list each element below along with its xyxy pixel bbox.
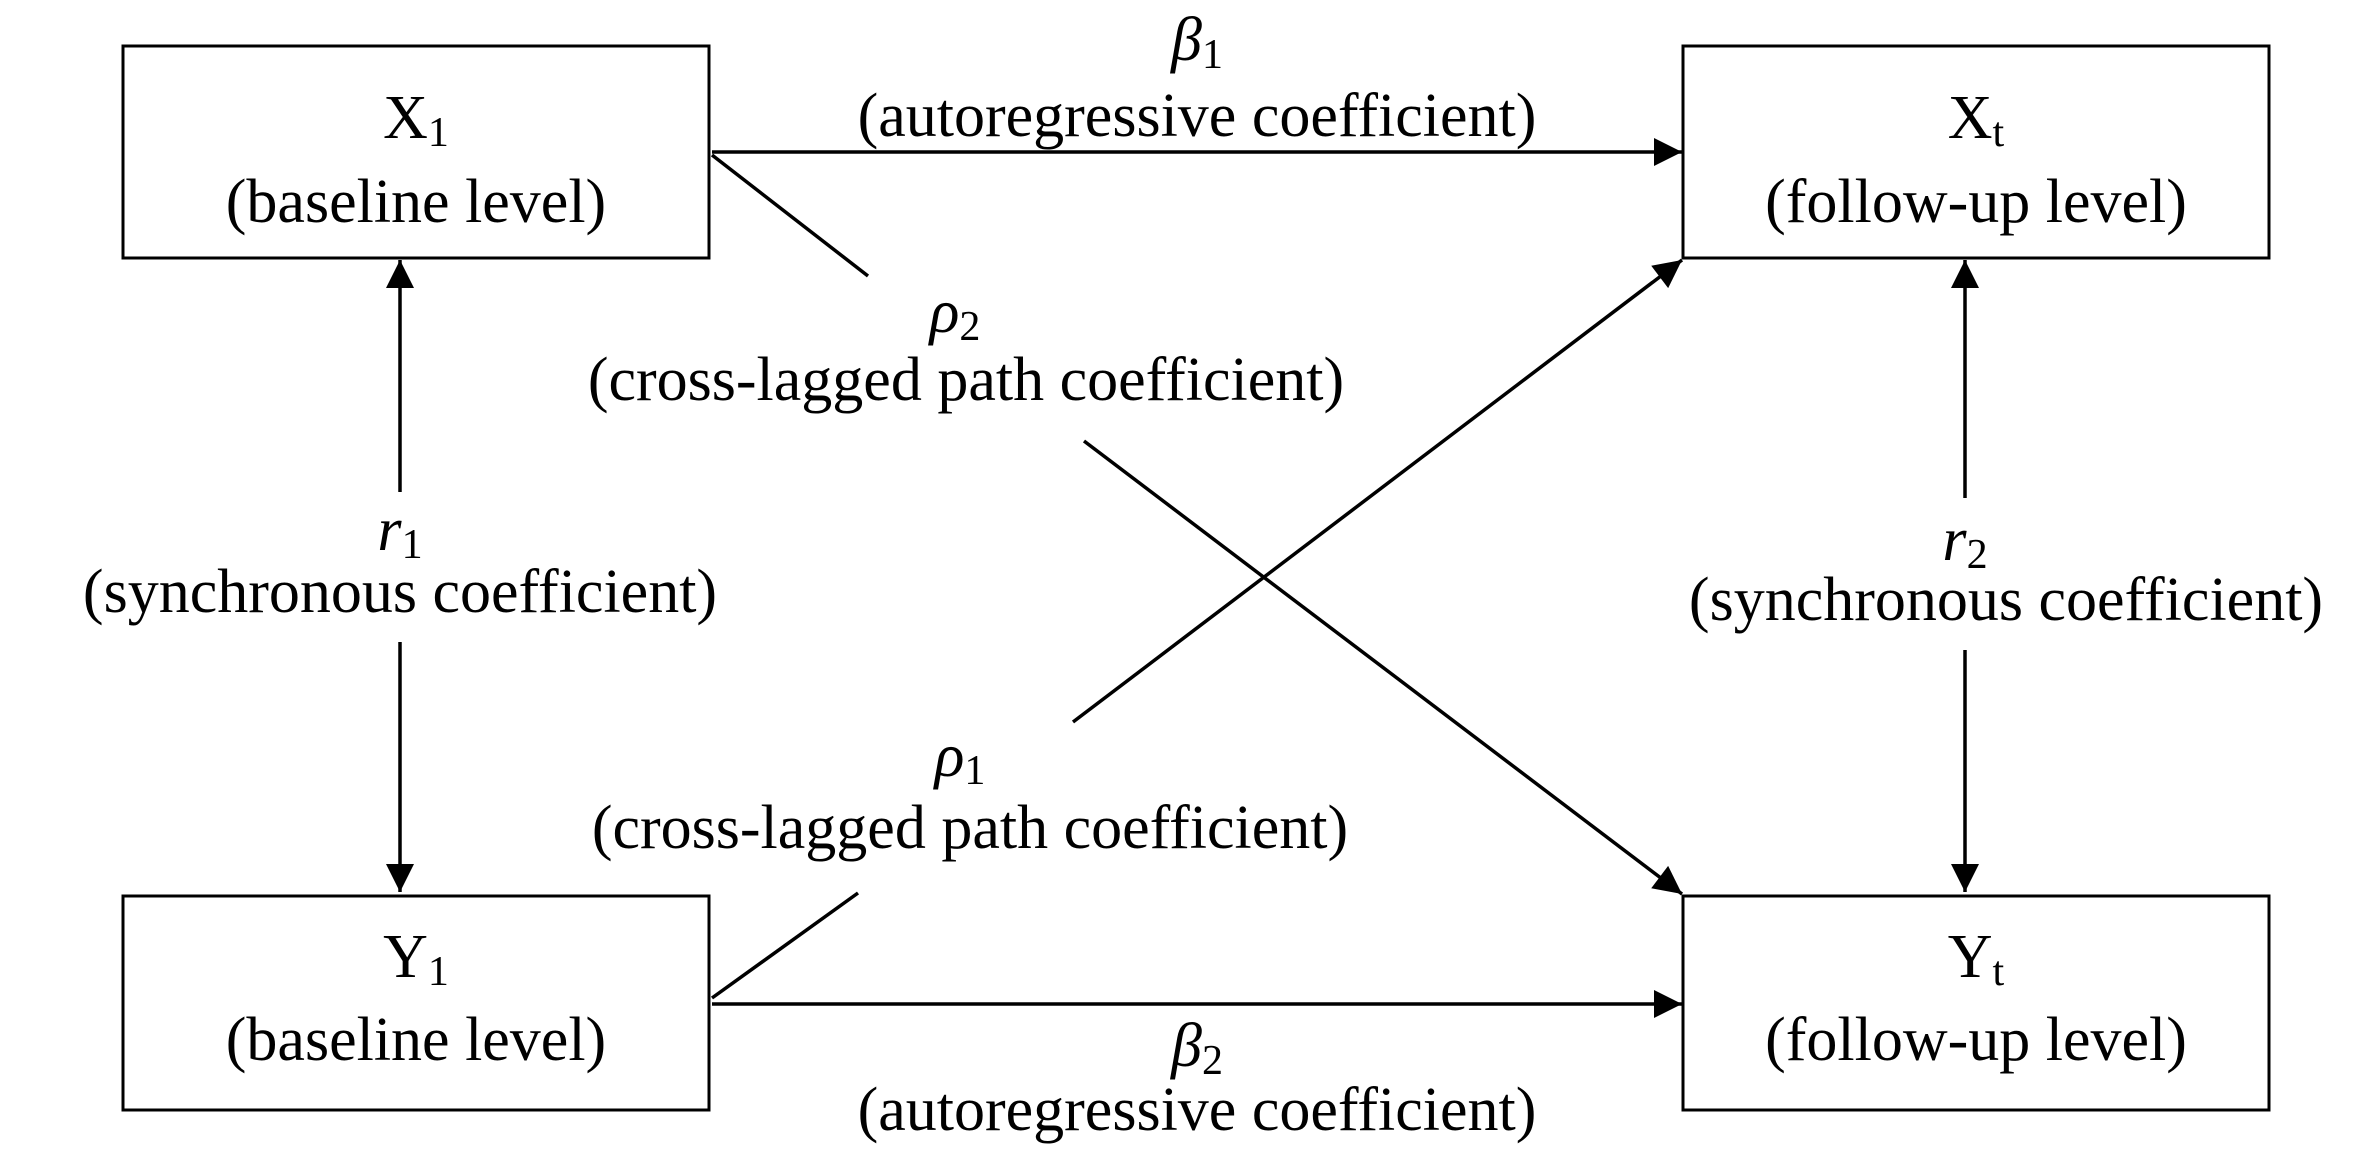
label-beta1: β1 (autoregressive coefficient) xyxy=(858,6,1537,150)
label-r1-symbol: r1 xyxy=(377,496,422,568)
node-yt-desc: (follow-up level) xyxy=(1765,1006,2187,1074)
node-xt-desc: (follow-up level) xyxy=(1765,168,2187,236)
label-r1-desc: (synchronous coefficient) xyxy=(83,558,717,626)
edge-rho1-segment-start xyxy=(710,891,860,1000)
label-rho2-symbol: ρ2 xyxy=(928,278,981,350)
node-xt-title: Xt xyxy=(1948,84,2005,156)
label-beta2-symbol: β2 xyxy=(1170,1012,1223,1084)
label-beta1-desc: (autoregressive coefficient) xyxy=(858,82,1537,150)
label-r2: r2 (synchronous coefficient) xyxy=(1689,506,2323,634)
label-beta2-desc: (autoregressive coefficient) xyxy=(858,1076,1537,1144)
label-rho1: ρ1 (cross-lagged path coefficient) xyxy=(592,722,1348,862)
node-x1-desc: (baseline level) xyxy=(226,168,606,236)
node-yt-title: Yt xyxy=(1948,923,2005,995)
node-x1: X1 (baseline level) xyxy=(121,44,711,260)
label-beta2: β2 (autoregressive coefficient) xyxy=(858,1012,1537,1144)
node-y1: Y1 (baseline level) xyxy=(121,894,711,1112)
node-x1-title: X1 xyxy=(383,84,449,156)
edge-rho2-segment-start xyxy=(710,153,870,278)
node-yt: Yt (follow-up level) xyxy=(1681,894,2271,1112)
label-rho1-symbol: ρ1 xyxy=(933,722,986,794)
label-beta1-symbol: β1 xyxy=(1170,6,1223,78)
edge-rho1-arrow xyxy=(1071,258,1684,724)
edge-rho2-arrow xyxy=(1082,439,1684,896)
label-r1: r1 (synchronous coefficient) xyxy=(83,496,717,626)
node-xt: Xt (follow-up level) xyxy=(1681,44,2271,260)
node-y1-title: Y1 xyxy=(383,923,449,995)
label-rho1-desc: (cross-lagged path coefficient) xyxy=(592,794,1348,862)
node-y1-desc: (baseline level) xyxy=(226,1006,606,1074)
label-r2-desc: (synchronous coefficient) xyxy=(1689,566,2323,634)
label-rho2: ρ2 (cross-lagged path coefficient) xyxy=(588,278,1344,414)
label-rho2-desc: (cross-lagged path coefficient) xyxy=(588,346,1344,414)
label-r2-symbol: r2 xyxy=(1942,506,1987,578)
